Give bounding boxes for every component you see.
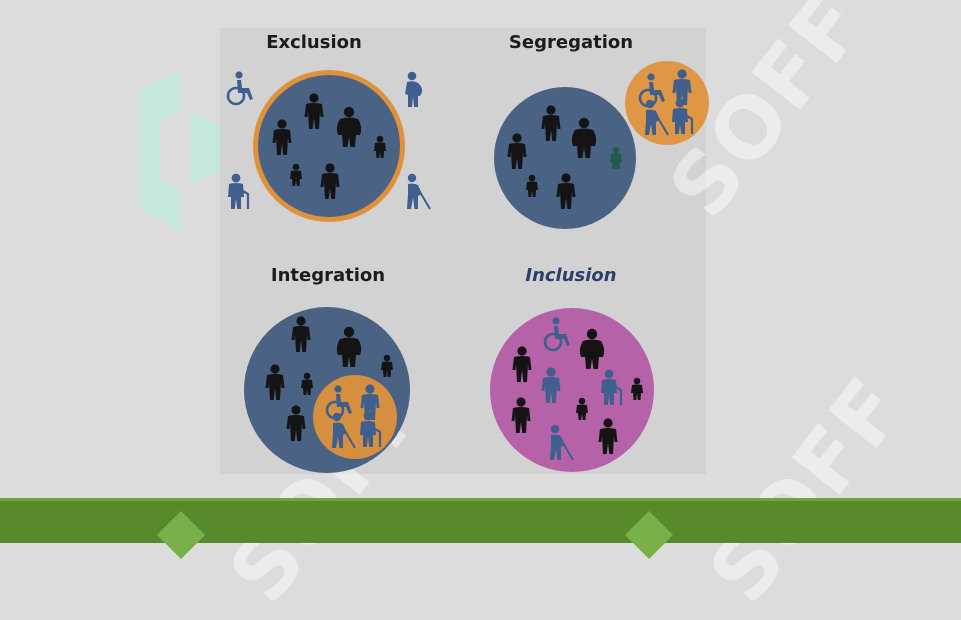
inclusion-circle [490, 308, 654, 472]
watermark-logo [140, 70, 220, 230]
title-inclusion: Inclusion [525, 265, 617, 286]
title-segregation: Segregation [508, 32, 634, 53]
footer-bar [0, 498, 961, 543]
inclusion-diagram [226, 61, 709, 473]
exclusion-group [226, 70, 431, 222]
inclusion-group [490, 308, 654, 472]
segregation-group [494, 61, 709, 229]
title-integration: Integration [270, 265, 386, 286]
title-exclusion: Exclusion [266, 32, 362, 53]
integration-group [244, 307, 410, 473]
